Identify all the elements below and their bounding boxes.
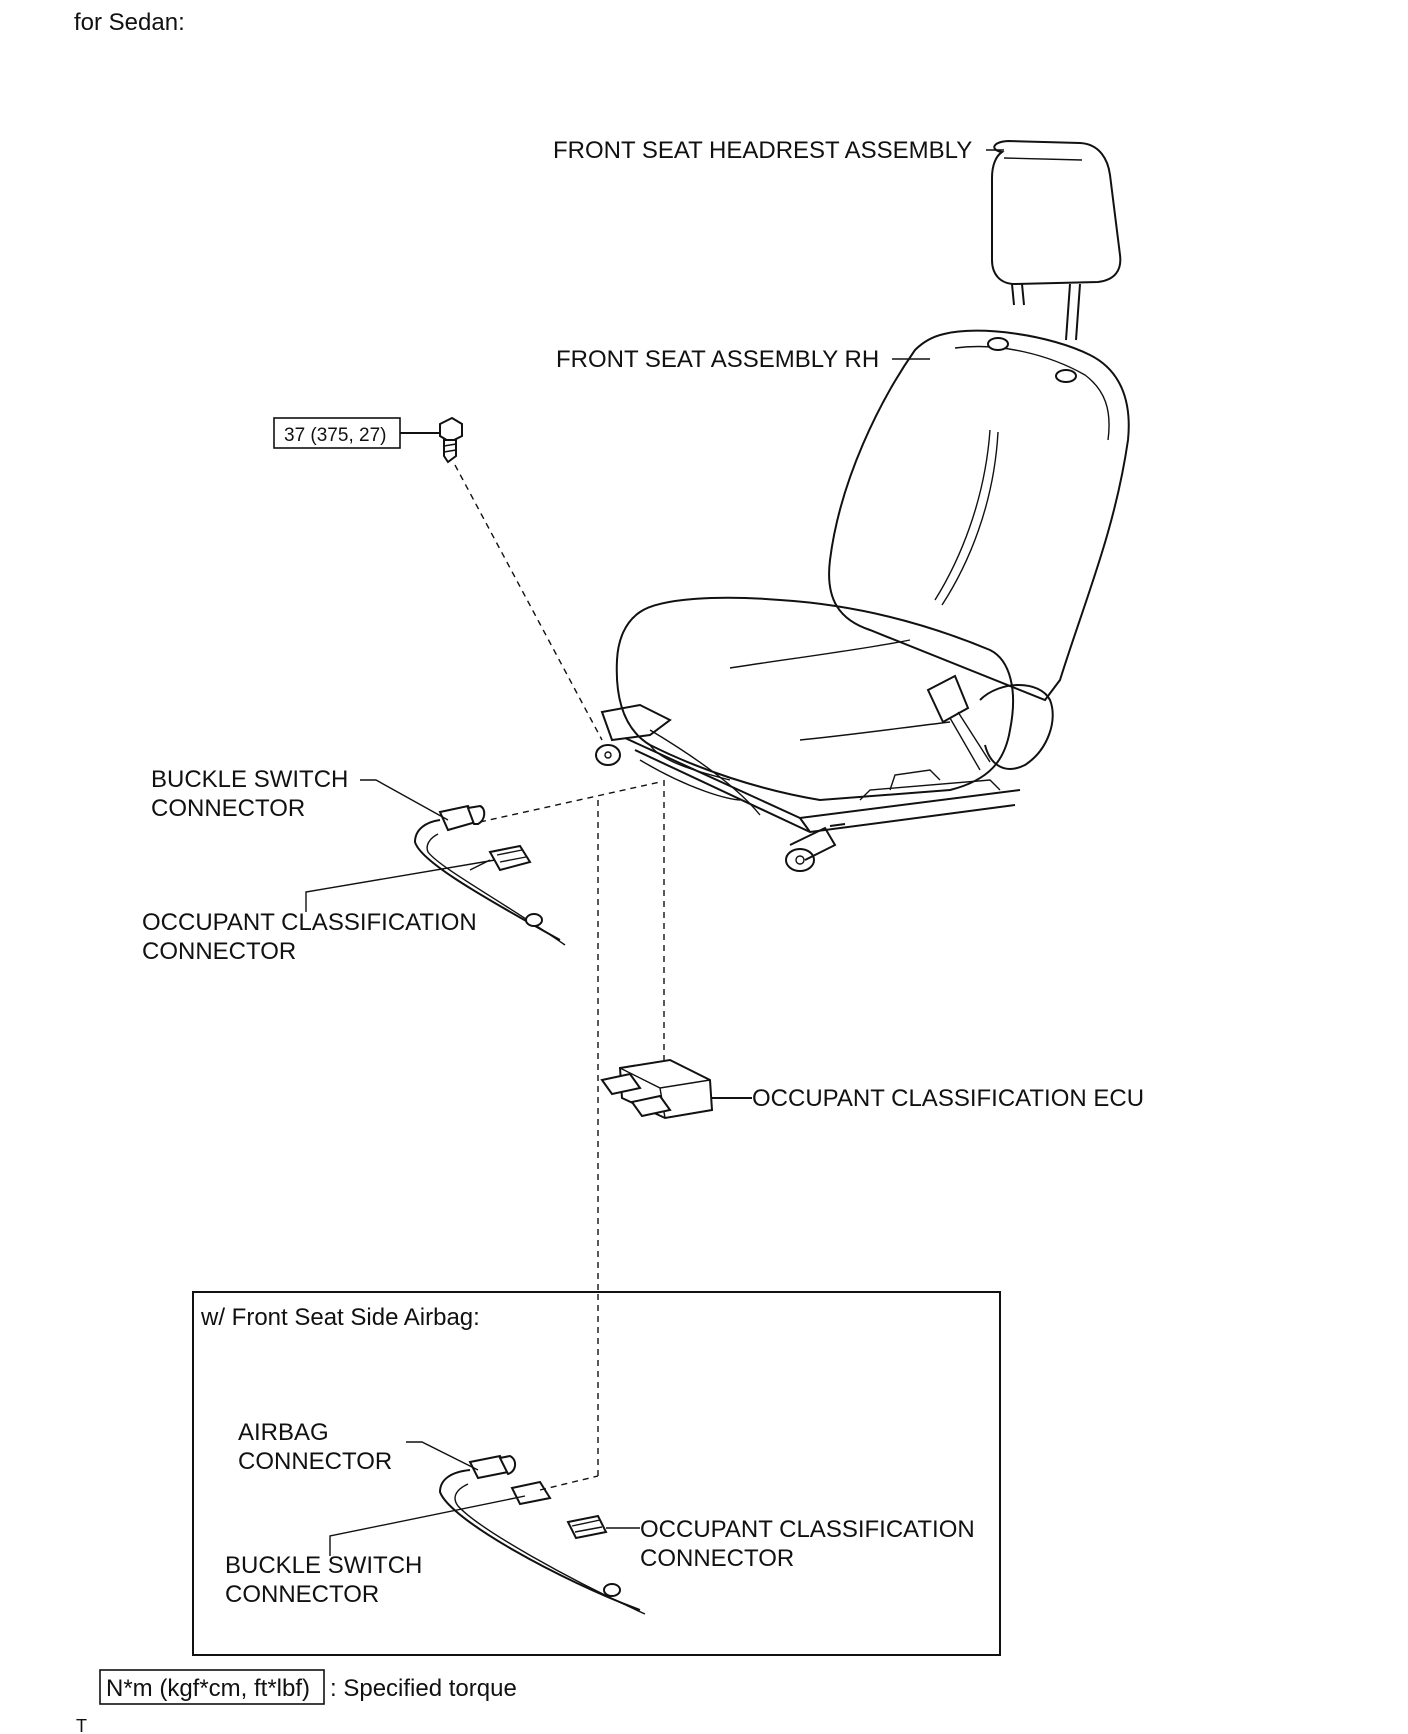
headrest-label: FRONT SEAT HEADREST ASSEMBLY [553,137,972,164]
bolt-dash-leader [454,464,603,741]
inset-airbag-label-1: AIRBAG [238,1419,329,1446]
diagram-caption: for Sedan: [74,9,185,36]
inset-occupant-label-1: OCCUPANT CLASSIFICATION [640,1516,975,1543]
inset-occupant-label-2: CONNECTOR [640,1545,794,1572]
inset-airbag-label-2: CONNECTOR [238,1448,392,1475]
buckle-switch-label-2: CONNECTOR [151,795,305,822]
ecu-label: OCCUPANT CLASSIFICATION ECU [752,1085,1144,1112]
main-harness-illustration [413,804,566,946]
inset-buckle-label-1: BUCKLE SWITCH [225,1552,422,1579]
occupant-connector-label-2: CONNECTOR [142,938,296,965]
bolt-illustration [439,416,463,464]
buckle-dash-guide [479,781,661,823]
inset-title: w/ Front Seat Side Airbag: [200,1304,480,1331]
seat-illustration [595,329,1130,872]
inset-airbag-leader [406,1441,479,1471]
occupant-connector-label-1: OCCUPANT CLASSIFICATION [142,909,477,936]
legend-unit: N*m (kgf*cm, ft*lbf) [106,1675,310,1702]
occupant-ecu-illustration [600,1058,752,1120]
legend-text: : Specified torque [330,1675,517,1702]
footer-mark: T [76,1716,87,1734]
torque-spec-box: 37 (375, 27) [273,417,440,449]
buckle-switch-leader [360,779,449,821]
occupant-connector-leader [305,859,496,912]
torque-legend: N*m (kgf*cm, ft*lbf) : Specified torque [99,1669,517,1705]
buckle-switch-label-1: BUCKLE SWITCH [151,766,348,793]
headrest-illustration [991,139,1122,341]
inset-buckle-label-2: CONNECTOR [225,1581,379,1608]
torque-value: 37 (375, 27) [284,425,386,446]
side-airbag-inset: w/ Front Seat Side Airbag: AIRBAG CONNEC… [192,1291,1001,1656]
inset-buckle-leader [329,1495,526,1556]
seat-label: FRONT SEAT ASSEMBLY RH [556,346,879,373]
